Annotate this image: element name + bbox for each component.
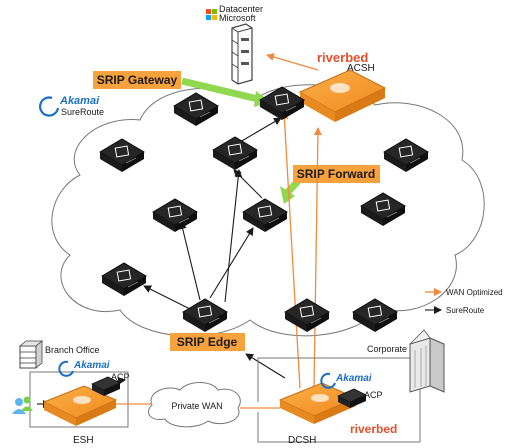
users-icon — [12, 396, 33, 414]
sureroute-caption: SureRoute — [61, 107, 104, 117]
srip-gateway-callout — [93, 71, 181, 89]
srip-node-layer — [99, 86, 429, 332]
acp-branch-label: ACP — [111, 372, 130, 382]
svg-text:Akamai: Akamai — [59, 95, 100, 107]
srip-node-appliance-icon — [352, 298, 398, 332]
branch-office-label: Branch Office — [45, 345, 99, 355]
akamai-swoosh-icon — [320, 372, 336, 389]
svg-text:Akamai: Akamai — [73, 360, 110, 371]
esh-appliance-icon — [42, 385, 118, 426]
srip-node-appliance-icon — [259, 86, 305, 120]
skyscraper-icon — [409, 329, 445, 393]
srip-node-appliance-icon — [360, 192, 406, 226]
legend: WAN Optimized SureRoute — [425, 288, 503, 315]
wan-optimized-path — [313, 127, 322, 389]
srip-forward-label: SRIP Forward — [297, 167, 375, 181]
sureroute-arrow — [224, 169, 243, 303]
acp-corporate-appliance-icon — [337, 388, 367, 408]
esh-label: ESH — [73, 435, 94, 446]
srip-edge-label: SRIP Edge — [177, 335, 238, 349]
sureroute-arrow — [143, 285, 191, 310]
srip-node-appliance-icon — [101, 262, 147, 296]
private-wan-cloud — [148, 382, 241, 428]
legend-wan-label: WAN Optimized — [446, 288, 503, 297]
datacenter-caption: Datacenter — [219, 4, 263, 14]
acp-corporate-label: ACP — [364, 390, 383, 400]
sureroute-arrow — [239, 117, 282, 143]
server-icon — [231, 23, 253, 85]
sureroute-arrow — [233, 169, 263, 199]
legend-sureroute-label: SureRoute — [446, 306, 485, 315]
srip-node-appliance-icon — [182, 298, 228, 332]
sureroute-arrow — [245, 353, 286, 379]
srip-forward-arrow-head — [280, 186, 295, 204]
microsoft-label: Microsoft — [219, 13, 256, 23]
corporate-boundary — [257, 357, 421, 442]
akamai-swoosh-icon — [58, 360, 74, 377]
akamai-cloud-logo: Akamai SureRoute — [39, 95, 104, 117]
acsh-label: ACSH — [347, 63, 375, 74]
srip-node-appliance-icon — [152, 198, 198, 232]
wan-arrow-acsh-server — [266, 53, 319, 71]
srip-forward-callout — [293, 165, 380, 183]
corporate-label: Corporate — [367, 344, 407, 354]
akamai-corporate-logo: Akamai — [320, 372, 372, 389]
dcsh-appliance-icon — [278, 382, 358, 424]
srip-node-appliance-icon — [99, 138, 145, 172]
acp-branch-appliance-icon — [91, 376, 121, 396]
corporate-boundary-lower — [257, 412, 420, 443]
microsoft-logo-icon — [206, 9, 217, 20]
akamai-swoosh-icon — [39, 96, 60, 117]
sureroute-arrow — [178, 221, 201, 301]
srip-node-appliance-icon — [284, 298, 330, 332]
sureroute-arrow — [209, 227, 254, 299]
akamai-branch-logo: Akamai — [58, 360, 110, 377]
acsh-appliance-icon — [298, 69, 387, 122]
srip-node-appliance-icon — [212, 136, 258, 170]
svg-text:Akamai: Akamai — [335, 373, 372, 384]
srip-edge-callout — [170, 333, 245, 351]
srip-node-appliance-icon — [383, 138, 429, 172]
building-icon — [18, 340, 44, 369]
srip-node-appliance-icon — [173, 92, 219, 126]
srip-gateway-arrow-shaft — [181, 77, 259, 103]
srip-gateway-label: SRIP Gateway — [97, 73, 178, 87]
riverbed-logo-top: riverbed — [317, 50, 368, 65]
srip-node-appliance-icon — [242, 198, 288, 232]
riverbed-logo-bottom: riverbed — [350, 422, 397, 436]
private-wan-label: Private WAN — [171, 401, 222, 411]
dcsh-label: DCSH — [288, 435, 316, 446]
wan-optimized-path — [280, 111, 301, 389]
